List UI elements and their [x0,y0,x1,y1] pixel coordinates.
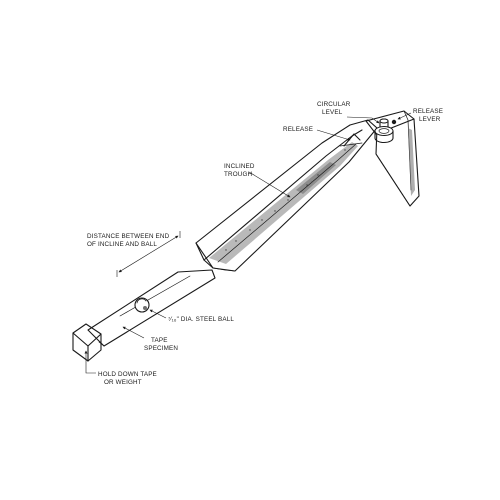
svg-text:OF INCLINE AND BALL: OF INCLINE AND BALL [87,241,157,248]
distance-dimension [116,231,181,277]
support-bracket [365,110,420,207]
svg-text:TROUGH: TROUGH [224,171,252,178]
steel-ball [134,297,150,313]
distance-label: DISTANCE BETWEEN END OF INCLINE AND BALL [87,233,170,248]
svg-text:DISTANCE BETWEEN END: DISTANCE BETWEEN END [87,233,170,240]
inclined-trough [195,119,378,272]
svg-text:⁷⁄₁₆" DIA. STEEL BALL: ⁷⁄₁₆" DIA. STEEL BALL [168,316,234,323]
circular-level-label: CIRCULAR LEVEL [317,101,351,116]
hold-down-label: HOLD DOWN TAPE OR WEIGHT [98,371,157,386]
release-lever-label: RELEASE LEVER [413,108,443,123]
inclined-trough-label: INCLINED TROUGH [224,163,255,178]
circular-level [374,118,394,144]
svg-text:TAPE: TAPE [151,337,168,344]
svg-text:HOLD DOWN TAPE: HOLD DOWN TAPE [98,371,157,378]
release-lever [391,119,397,125]
steel-ball-label: ⁷⁄₁₆" DIA. STEEL BALL [168,316,234,323]
tape-specimen-label: TAPE SPECIMEN [144,337,178,352]
svg-text:CIRCULAR: CIRCULAR [317,101,351,108]
svg-text:RELEASE: RELEASE [283,126,313,133]
svg-text:LEVER: LEVER [419,116,441,123]
svg-text:INCLINED: INCLINED [224,163,255,170]
svg-text:SPECIMEN: SPECIMEN [144,345,178,352]
svg-text:LEVEL: LEVEL [322,109,343,116]
hold-down-weight [72,323,102,362]
svg-text:RELEASE: RELEASE [413,108,443,115]
tape-specimen-strip [87,269,216,347]
leader-lines [84,112,412,374]
release-label: RELEASE [283,126,313,133]
svg-text:OR WEIGHT: OR WEIGHT [104,379,142,386]
